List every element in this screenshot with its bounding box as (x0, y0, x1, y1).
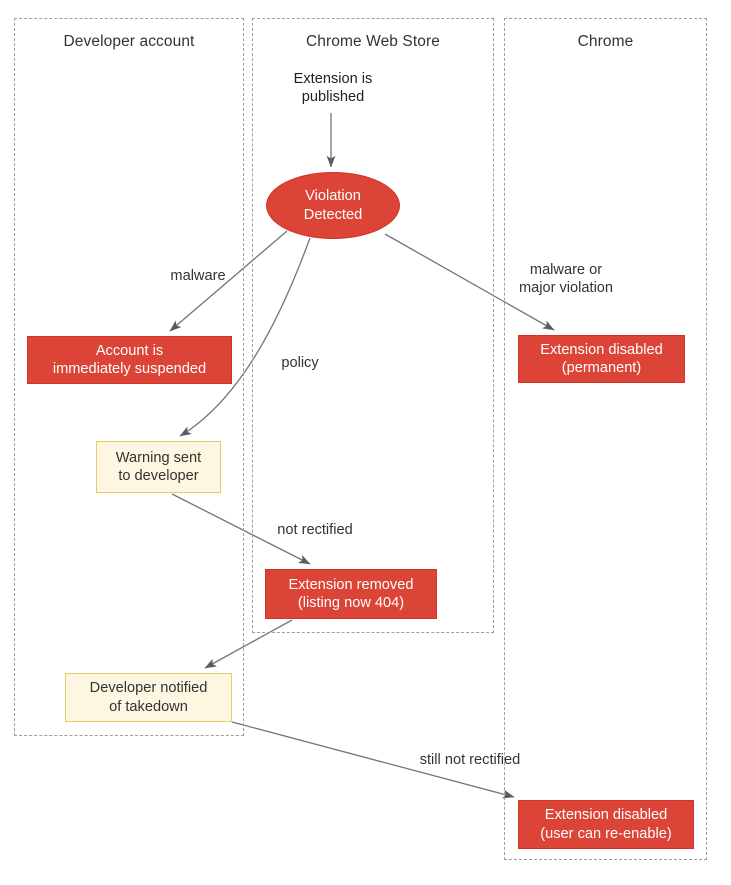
node-account-suspended[interactable]: Account is immediately suspended (27, 336, 232, 384)
swimlane-label-developer-account: Developer account (63, 33, 195, 50)
node-extension-disabled-reenable[interactable]: Extension disabled (user can re-enable) (518, 800, 694, 849)
node-warning-sent-to-developer[interactable]: Warning sent to developer (96, 441, 221, 493)
swimlane-label-chrome: Chrome (577, 33, 634, 50)
swimlane-chrome-web-store: Chrome Web Store (252, 18, 494, 633)
node-violation-detected[interactable]: Violation Detected (266, 172, 400, 239)
node-extension-disabled-permanent[interactable]: Extension disabled (permanent) (518, 335, 685, 383)
edge-developer-notified-to-disabled-reenable (231, 721, 515, 799)
swimlane-chrome: Chrome (504, 18, 707, 860)
swimlane-label-chrome-web-store: Chrome Web Store (306, 33, 440, 50)
node-developer-notified-of-takedown[interactable]: Developer notified of takedown (65, 673, 232, 722)
node-extension-removed[interactable]: Extension removed (listing now 404) (265, 569, 437, 619)
